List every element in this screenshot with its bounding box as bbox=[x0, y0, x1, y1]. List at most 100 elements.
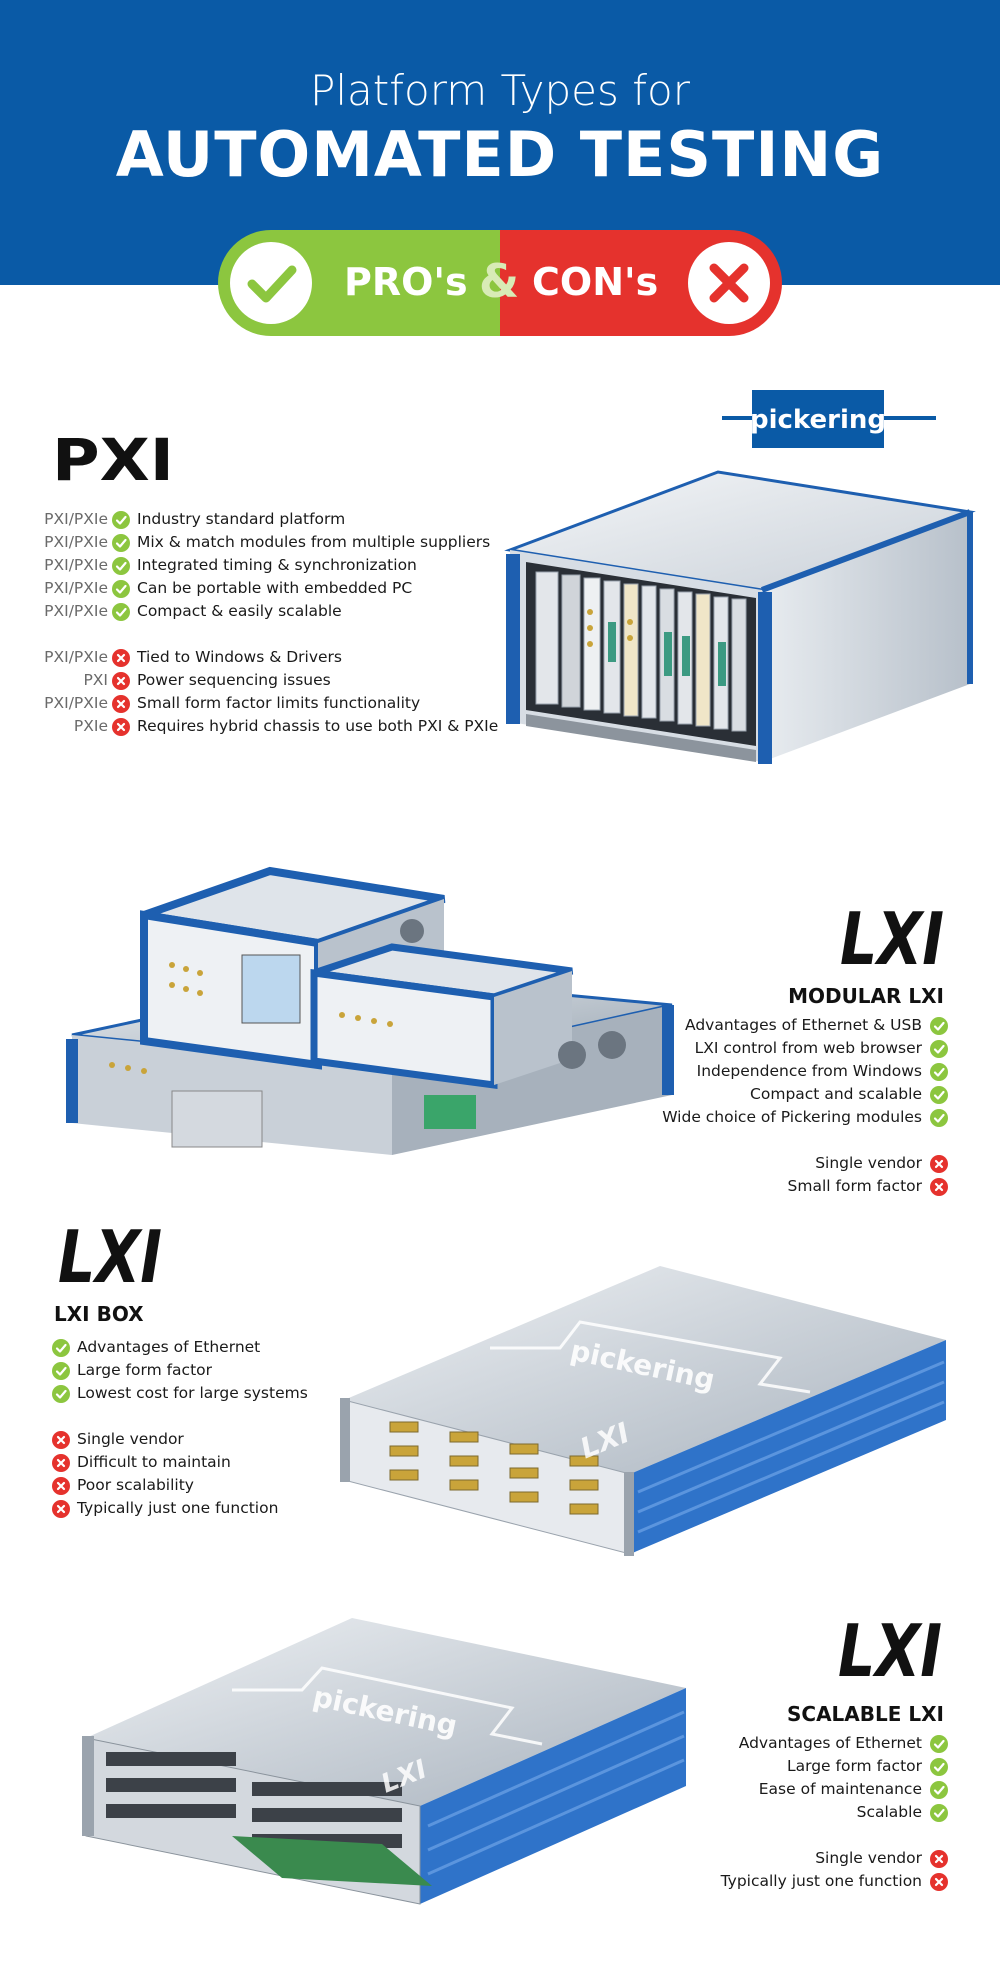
scalable-lxi-pro-item: Advantages of Ethernet bbox=[721, 1732, 948, 1755]
check-icon bbox=[930, 1016, 948, 1035]
modular-lxi-con-text: Single vendor bbox=[815, 1154, 922, 1172]
pickering-logo-text: pickering bbox=[750, 405, 886, 435]
check-icon bbox=[930, 1062, 948, 1081]
pxi-prefix: PXI/PXIe bbox=[44, 556, 108, 574]
pxi-pro-text: Compact & easily scalable bbox=[137, 602, 342, 620]
pros-label: PRO's bbox=[344, 260, 468, 304]
scalable-lxi-pro-text: Scalable bbox=[856, 1803, 922, 1821]
lxi-box-list: Advantages of Ethernet Large form factor… bbox=[52, 1336, 308, 1520]
lxi-box-con-item: Single vendor bbox=[52, 1428, 308, 1451]
check-icon bbox=[112, 579, 130, 598]
modular-lxi-logo-text: LXI bbox=[840, 900, 944, 972]
pxi-prefix: PXI/PXIe bbox=[44, 533, 108, 551]
pxi-pro-text: Can be portable with embedded PC bbox=[137, 579, 413, 597]
pxi-logo-text: PXI bbox=[52, 428, 174, 486]
check-icon bbox=[112, 510, 130, 529]
lxi-box-con-text: Poor scalability bbox=[77, 1476, 194, 1494]
pxi-con-text: Tied to Windows & Drivers bbox=[137, 648, 342, 666]
scalable-lxi-pro-item: Scalable bbox=[721, 1801, 948, 1824]
x-icon bbox=[112, 717, 130, 736]
modular-lxi-pro-item: Compact and scalable bbox=[662, 1083, 948, 1106]
modular-lxi-con-text: Small form factor bbox=[787, 1177, 922, 1195]
x-icon bbox=[52, 1430, 70, 1449]
modular-lxi-con-item: Small form factor bbox=[662, 1175, 948, 1198]
check-icon bbox=[930, 1734, 948, 1753]
check-icon bbox=[112, 556, 130, 575]
lxi-box-con-text: Single vendor bbox=[77, 1430, 184, 1448]
lxi-box-con-item: Difficult to maintain bbox=[52, 1451, 308, 1474]
modular-lxi-list: Advantages of Ethernet & USB LXI control… bbox=[662, 1014, 948, 1198]
x-icon bbox=[112, 671, 130, 690]
check-icon bbox=[52, 1361, 70, 1380]
header-subtitle: Platform Types for bbox=[310, 66, 690, 115]
lxi-box-pro-item: Advantages of Ethernet bbox=[52, 1336, 308, 1359]
lxi-box-pro-item: Lowest cost for large systems bbox=[52, 1382, 308, 1405]
pickering-logo: pickering bbox=[722, 386, 942, 456]
scalable-lxi-title: SCALABLE LXI bbox=[786, 1702, 944, 1726]
modular-lxi-title: MODULAR LXI bbox=[788, 984, 944, 1008]
modular-lxi-image bbox=[52, 855, 682, 1169]
modular-lxi-pro-item: Independence from Windows bbox=[662, 1060, 948, 1083]
modular-lxi-pro-text: LXI control from web browser bbox=[694, 1039, 922, 1057]
modular-lxi-pro-item: Wide choice of Pickering modules bbox=[662, 1106, 948, 1129]
x-icon bbox=[930, 1872, 948, 1891]
check-icon bbox=[930, 1780, 948, 1799]
pxi-pro-item: PXI/PXIe Compact & easily scalable bbox=[42, 600, 498, 623]
scalable-lxi-logo: LXI bbox=[836, 1609, 946, 1693]
scalable-lxi-con-text: Single vendor bbox=[815, 1849, 922, 1867]
pxi-pro-text: Industry standard platform bbox=[137, 510, 346, 528]
x-icon bbox=[112, 648, 130, 667]
x-circle-icon bbox=[688, 242, 770, 324]
lxi-box-pro-text: Large form factor bbox=[77, 1361, 213, 1379]
header-title: AUTOMATED TESTING bbox=[115, 118, 885, 191]
pxi-chassis-image bbox=[470, 462, 980, 784]
lxi-box-con-item: Poor scalability bbox=[52, 1474, 308, 1497]
pxi-con-text: Requires hybrid chassis to use both PXI … bbox=[137, 717, 499, 735]
lxi-box-pro-text: Advantages of Ethernet bbox=[77, 1338, 261, 1356]
lxi-box-con-item: Typically just one function bbox=[52, 1497, 308, 1520]
scalable-lxi-pro-item: Large form factor bbox=[721, 1755, 948, 1778]
check-icon bbox=[52, 1384, 70, 1403]
x-icon bbox=[930, 1177, 948, 1196]
pxi-con-text: Power sequencing issues bbox=[137, 671, 331, 689]
x-icon bbox=[930, 1154, 948, 1173]
scalable-lxi-con-item: Typically just one function bbox=[721, 1870, 948, 1893]
pros-half: PRO's bbox=[218, 230, 500, 336]
lxi-box-logo: LXI bbox=[56, 1215, 166, 1299]
pxi-pro-item: PXI/PXIe Can be portable with embedded PC bbox=[42, 577, 498, 600]
pxi-prefix: PXI/PXIe bbox=[44, 602, 108, 620]
pxi-con-text: Small form factor limits functionality bbox=[137, 694, 421, 712]
lxi-box-pro-item: Large form factor bbox=[52, 1359, 308, 1382]
pxi-pro-text: Mix & match modules from multiple suppli… bbox=[137, 533, 491, 551]
check-icon bbox=[930, 1039, 948, 1058]
x-icon bbox=[930, 1849, 948, 1868]
pxi-pro-item: PXI/PXIe Mix & match modules from multipl… bbox=[42, 531, 498, 554]
scalable-lxi-pro-text: Advantages of Ethernet bbox=[738, 1734, 922, 1752]
check-icon bbox=[52, 1338, 70, 1357]
pxi-prefix: PXI/PXIe bbox=[44, 579, 108, 597]
x-icon bbox=[112, 694, 130, 713]
pxi-pro-item: PXI/PXIe Integrated timing & synchronizat… bbox=[42, 554, 498, 577]
x-icon bbox=[52, 1453, 70, 1472]
pxi-logo: PXI bbox=[52, 426, 176, 494]
check-icon bbox=[930, 1108, 948, 1127]
lxi-box-image: pickering LXI bbox=[340, 1262, 952, 1566]
modular-lxi-pro-item: Advantages of Ethernet & USB bbox=[662, 1014, 948, 1037]
lxi-box-con-text: Difficult to maintain bbox=[77, 1453, 231, 1471]
modular-lxi-pro-text: Wide choice of Pickering modules bbox=[662, 1108, 922, 1126]
pxi-pro-text: Integrated timing & synchronization bbox=[137, 556, 417, 574]
ampersand: & bbox=[479, 254, 520, 308]
check-icon bbox=[112, 533, 130, 552]
scalable-lxi-pro-text: Large form factor bbox=[786, 1757, 922, 1775]
scalable-lxi-image: pickering LXI bbox=[82, 1610, 692, 1914]
scalable-lxi-list: Advantages of Ethernet Large form factor… bbox=[721, 1732, 948, 1893]
pxi-prefix: PXI bbox=[83, 671, 108, 689]
check-icon bbox=[930, 1085, 948, 1104]
modular-lxi-pro-text: Independence from Windows bbox=[696, 1062, 922, 1080]
check-icon bbox=[930, 1803, 948, 1822]
